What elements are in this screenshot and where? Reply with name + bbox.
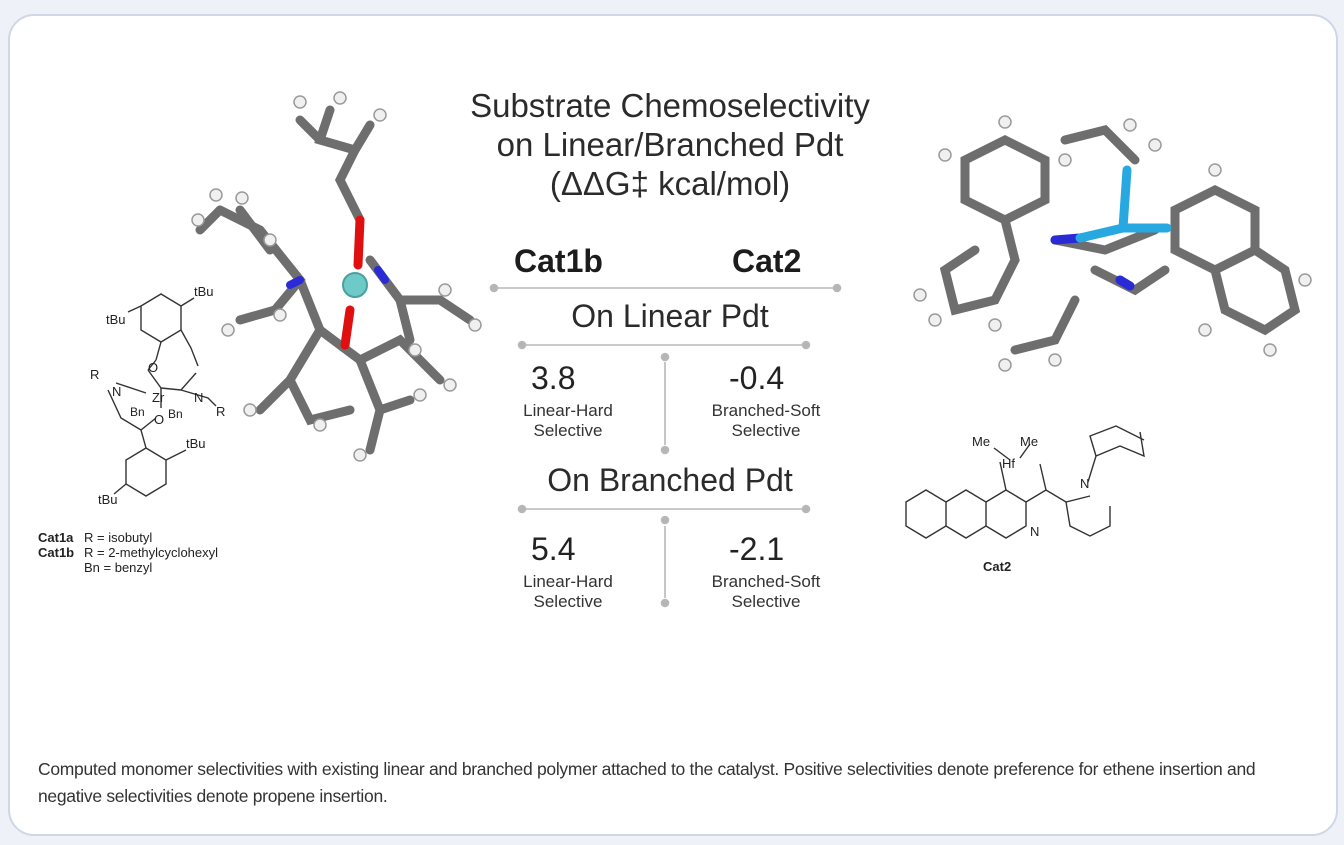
cat1-bn1-label: Bn: [130, 405, 145, 419]
cat1-legend-row-3: Bn = benzyl: [38, 560, 218, 575]
cat2-n-pyridine-label: N: [1030, 524, 1039, 539]
cat2-name-label: Cat2: [983, 559, 1012, 574]
cat1-r-left-label: R: [90, 367, 99, 382]
branched-cat1b-desc-line1: Linear-Hard: [523, 572, 613, 591]
branched-cat2-desc-line1: Branched-Soft: [711, 572, 821, 591]
section-branched-title: On Branched Pdt: [547, 462, 793, 498]
cat1-o-top-label: O: [148, 360, 158, 375]
cat1-legend-row-2: Cat1b R = 2-methylcyclohexyl: [38, 545, 218, 560]
title-line-3: (ΔΔG‡ kcal/mol): [549, 165, 791, 202]
cat1a-def: R = isobutyl: [84, 530, 153, 545]
branched-cat2-value: -2.1: [729, 531, 785, 567]
cat2-me1-label: Me: [972, 434, 990, 449]
figure-card: [8, 14, 1338, 836]
cat1-tbu-1-label: tBu: [194, 284, 214, 299]
linear-cat2-desc-line2: Selective: [731, 421, 801, 440]
cat1-legend: Cat1a R = isobutyl Cat1b R = 2-methylcyclo…: [38, 530, 218, 575]
cat2-header: Cat2: [732, 243, 802, 279]
linear-cat1b-desc-line1: Linear-Hard: [523, 401, 613, 420]
linear-cat1b-desc-line2: Selective: [533, 421, 603, 440]
cat2-hf-label: Hf: [1002, 456, 1015, 471]
cat2-structure-drawing: Me Me Hf N N: [905, 425, 1145, 539]
bn-def: Bn = benzyl: [84, 560, 153, 575]
linear-cat2-desc-line1: Branched-Soft: [711, 401, 821, 420]
title-line-1: Substrate Chemoselectivity: [470, 87, 870, 124]
figure-title: Substrate Chemoselectivity on Linear/Bra…: [420, 86, 920, 203]
cat1b-def: R = 2-methylcyclohexyl: [84, 545, 219, 560]
cat1b-3d-model: [191, 91, 482, 462]
linear-cat1b-value: 3.8: [531, 360, 576, 396]
cat1-r-right-label: R: [216, 404, 225, 419]
cat1-n-right-label: N: [194, 390, 203, 405]
section-linear-title: On Linear Pdt: [571, 298, 769, 334]
cat1-tbu-2-label: tBu: [106, 312, 126, 327]
cat1-legend-row-1: Cat1a R = isobutyl: [38, 530, 218, 545]
cat1-structure-drawing: O O N N Zr Bn Bn R R tBu tBu tBu tBu: [90, 284, 225, 507]
cat1-o-bottom-label: O: [154, 412, 164, 427]
linear-cat1b-desc: Linear-Hard Selective: [488, 401, 648, 441]
cat2-me2-label: Me: [1020, 434, 1038, 449]
cat1-zr-label: Zr: [152, 390, 165, 405]
branched-cat1b-value: 5.4: [531, 531, 576, 567]
linear-cat2-value: -0.4: [729, 360, 785, 396]
cat1a-name: Cat1a: [38, 530, 74, 545]
cat2-n-amine-label: N: [1080, 476, 1089, 491]
branched-cat1b-desc-line2: Selective: [533, 592, 603, 611]
cat1b-header: Cat1b: [514, 243, 603, 279]
branched-cat1b-desc: Linear-Hard Selective: [488, 572, 648, 612]
branched-cat2-desc-line2: Selective: [731, 592, 801, 611]
linear-cat2-desc: Branched-Soft Selective: [686, 401, 846, 441]
title-line-2: on Linear/Branched Pdt: [496, 126, 844, 163]
cat1b-name: Cat1b: [38, 545, 75, 560]
cat1-bn2-label: Bn: [168, 407, 183, 421]
cat1-n-left-label: N: [112, 384, 121, 399]
branched-cat2-desc: Branched-Soft Selective: [686, 572, 846, 612]
figure-caption: Computed monomer selectivities with exis…: [38, 759, 1256, 806]
cat1-tbu-3-label: tBu: [186, 436, 206, 451]
cat1-tbu-4-label: tBu: [98, 492, 118, 507]
cat2-3d-model: [913, 115, 1312, 372]
